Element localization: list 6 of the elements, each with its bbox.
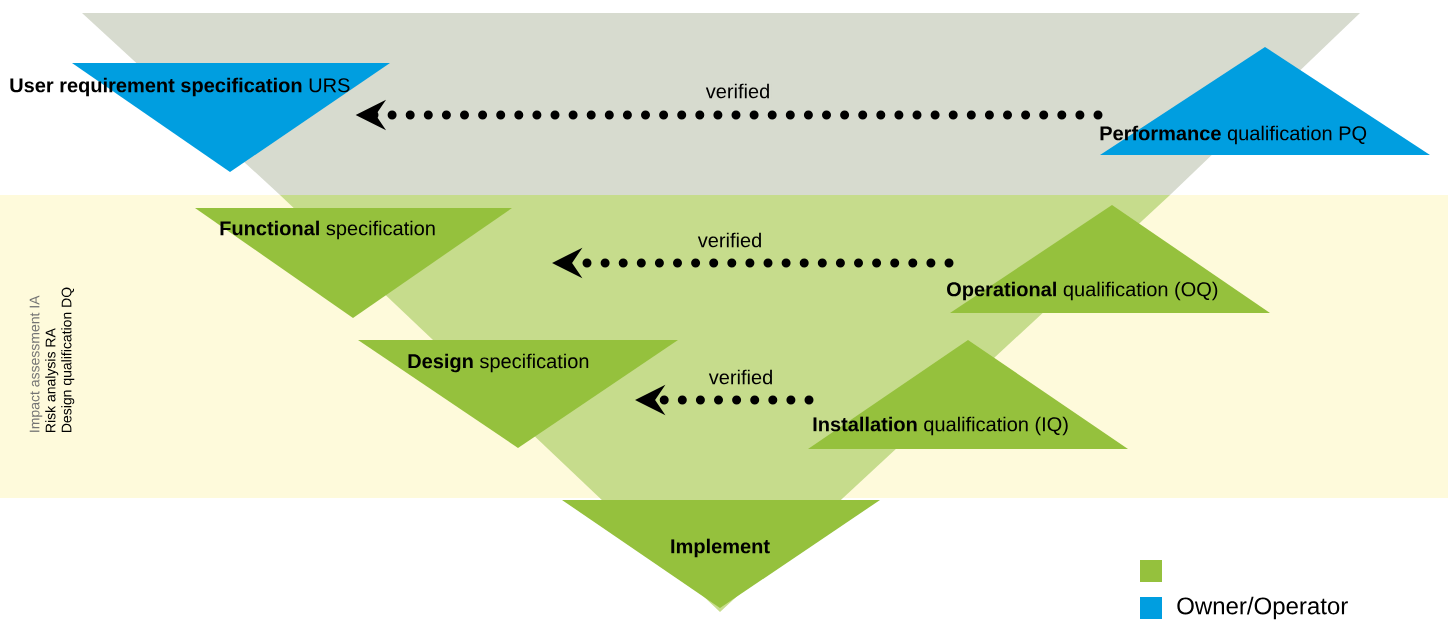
legend-label: Owner/Operator [1177, 596, 1348, 620]
qualification-triangle: Installation qualification (IQ) [808, 340, 1128, 449]
specification-triangle: Implement [562, 500, 880, 608]
specification-triangle: Functional specification [195, 208, 512, 318]
specification-triangle: Design specification [358, 340, 678, 448]
qualification-triangle: Operational qualification (OQ) [947, 205, 1270, 313]
